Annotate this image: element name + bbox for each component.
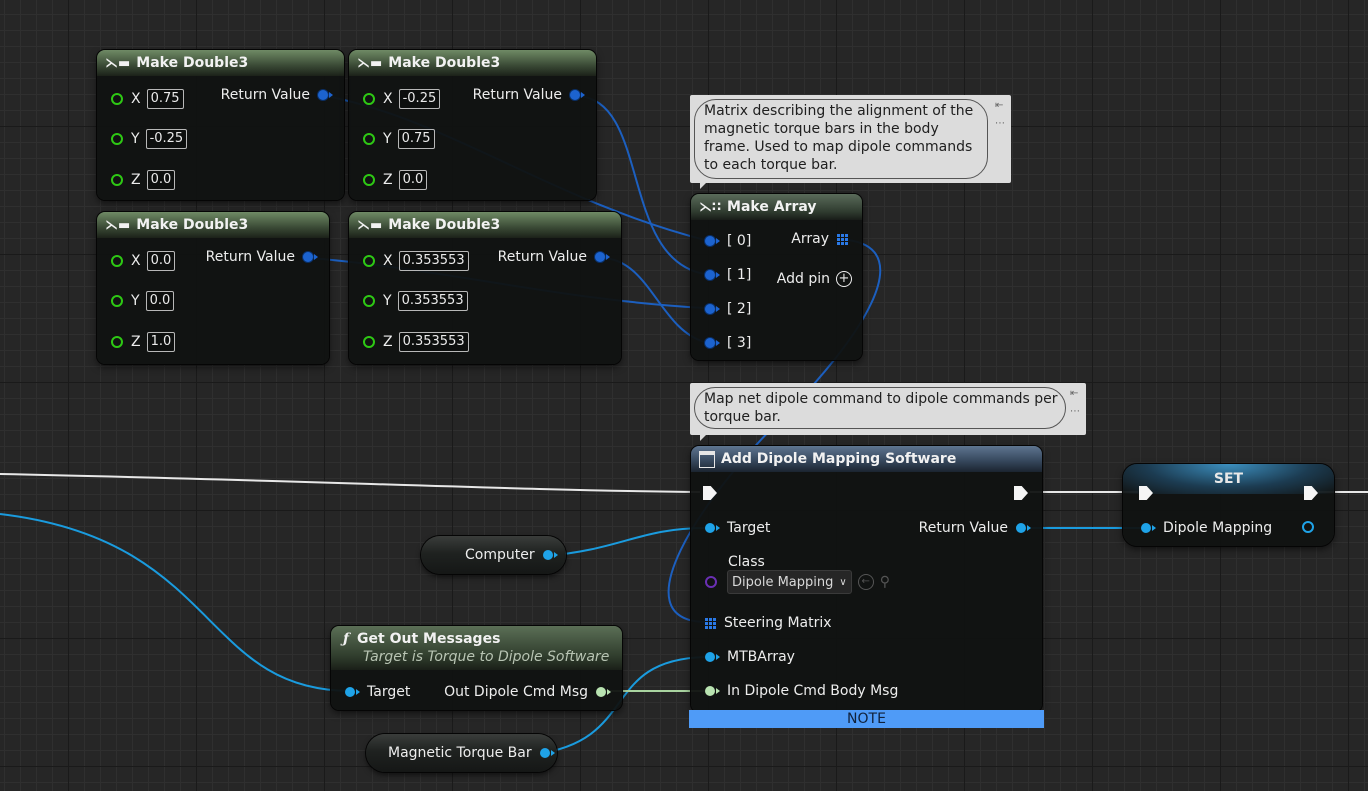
add-dipole-mapping-node[interactable]: Add Dipole Mapping Software Target Class… <box>689 446 1044 728</box>
search-icon[interactable]: ⚲ <box>879 574 890 590</box>
x-field[interactable]: 0.75 <box>146 89 184 109</box>
make-struct-icon: ⋋▬ <box>357 217 383 233</box>
return-value-pin[interactable] <box>570 90 585 100</box>
window-icon <box>699 450 715 468</box>
steering-matrix-pin[interactable] <box>705 617 716 629</box>
return-value-label: Return Value <box>205 249 295 265</box>
add-pin-button[interactable]: Add pin+ <box>777 271 852 287</box>
z-field[interactable]: 0.353553 <box>398 332 469 352</box>
class-dropdown[interactable]: Dipole Mapping∨ <box>727 570 852 594</box>
z-pin[interactable] <box>363 174 375 186</box>
make-struct-icon: ⋋▬ <box>357 55 383 71</box>
pin-icon[interactable]: ⇤⋯ <box>995 100 1005 129</box>
y-pin[interactable] <box>111 295 123 307</box>
plus-circle-icon: + <box>836 271 852 287</box>
exec-out-pin[interactable] <box>1304 486 1318 500</box>
comment-dipole-map[interactable]: Map net dipole command to dipole command… <box>690 383 1086 441</box>
y-pin[interactable] <box>363 133 375 145</box>
exec-in-pin[interactable] <box>1139 486 1153 500</box>
exec-out-pin[interactable] <box>1014 486 1028 500</box>
make-struct-icon: ⋋▬ <box>105 55 131 71</box>
class-pin[interactable] <box>705 576 717 588</box>
exec-wire-in <box>0 473 701 493</box>
note-bar[interactable]: NOTE <box>689 710 1044 728</box>
x-pin[interactable] <box>363 93 375 105</box>
return-value-pin[interactable] <box>1016 523 1031 533</box>
x-pin[interactable] <box>111 93 123 105</box>
computer-variable-node[interactable]: Computer <box>421 536 566 574</box>
wire-left-target <box>0 513 351 692</box>
array-input-pin-2[interactable] <box>705 304 720 314</box>
y-pin[interactable] <box>363 295 375 307</box>
comment-text: Map net dipole command to dipole command… <box>704 391 1058 425</box>
target-pin[interactable] <box>345 687 360 697</box>
return-value-label: Return Value <box>472 87 562 103</box>
z-field[interactable]: 0.0 <box>398 170 428 190</box>
x-field[interactable]: 0.0 <box>146 251 176 271</box>
x-field[interactable]: -0.25 <box>398 89 441 109</box>
comment-steering-matrix[interactable]: Matrix describing the alignment of the m… <box>690 95 1011 189</box>
return-value-pin[interactable] <box>318 90 333 100</box>
x-field[interactable]: 0.353553 <box>398 251 469 271</box>
magnetic-torque-bar-variable-node[interactable]: Magnetic Torque Bar <box>366 734 557 772</box>
make-array-icon: ⋋∷ <box>699 199 722 215</box>
y-pin[interactable] <box>111 133 123 145</box>
make-struct-icon: ⋋▬ <box>105 217 131 233</box>
dipole-mapping-output-pin[interactable] <box>1302 521 1314 533</box>
in-dipole-cmd-pin[interactable] <box>705 686 720 696</box>
computer-output-pin[interactable] <box>542 550 558 560</box>
chevron-down-icon: ∨ <box>839 576 847 588</box>
return-value-pin[interactable] <box>595 252 610 262</box>
z-field[interactable]: 0.0 <box>146 170 176 190</box>
dipole-mapping-input-pin[interactable] <box>1141 523 1156 533</box>
z-pin[interactable] <box>111 336 123 348</box>
return-value-label: Return Value <box>497 249 587 265</box>
mtbarray-pin[interactable] <box>705 652 720 662</box>
z-field[interactable]: 1.0 <box>146 332 176 352</box>
wire-computer-target <box>544 527 706 557</box>
y-field[interactable]: 0.0 <box>145 291 175 311</box>
set-dipole-mapping-node[interactable]: SET Dipole Mapping <box>1123 464 1334 546</box>
target-pin[interactable] <box>705 523 720 533</box>
array-output-pin[interactable] <box>837 233 848 245</box>
y-field[interactable]: 0.353553 <box>397 291 468 311</box>
array-input-pin-3[interactable] <box>705 338 720 348</box>
wire-d3b-array1 <box>577 95 706 275</box>
z-pin[interactable] <box>111 174 123 186</box>
pin-icon[interactable]: ⇤⋯ <box>1070 388 1080 417</box>
set-title: SET <box>1123 464 1334 494</box>
x-pin[interactable] <box>363 255 375 267</box>
exec-in-pin[interactable] <box>703 486 717 500</box>
out-dipole-cmd-pin[interactable] <box>596 687 611 697</box>
array-input-pin-1[interactable] <box>705 270 720 280</box>
z-pin[interactable] <box>363 336 375 348</box>
x-pin[interactable] <box>111 255 123 267</box>
make-array-node[interactable]: ⋋∷Make Array [ 0] [ 1] [ 2] [ 3] Array A… <box>691 194 862 360</box>
magnetic-torque-bar-output-pin[interactable] <box>539 748 555 758</box>
function-icon: ƒ <box>343 631 350 647</box>
browse-arrow-icon[interactable]: ← <box>857 574 874 590</box>
comment-text: Matrix describing the alignment of the m… <box>704 103 974 173</box>
return-value-pin[interactable] <box>303 252 318 262</box>
y-field[interactable]: 0.75 <box>397 129 435 149</box>
y-field[interactable]: -0.25 <box>145 129 188 149</box>
array-input-pin-0[interactable] <box>705 236 720 246</box>
return-value-label: Return Value <box>220 87 310 103</box>
